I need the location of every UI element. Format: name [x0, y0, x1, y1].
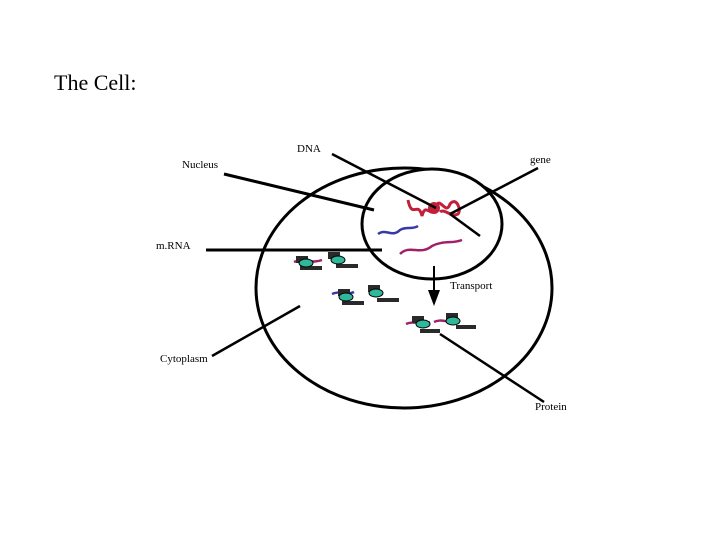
label-gene: gene	[530, 154, 551, 166]
label-transport: Transport	[450, 280, 493, 292]
label-dna: DNA	[297, 143, 321, 155]
transport-arrow-head	[428, 290, 440, 306]
label-protein: Protein	[535, 401, 567, 413]
ribosome-5	[405, 316, 440, 333]
dna-strand	[406, 199, 461, 217]
label-nucleus: Nucleus	[182, 159, 219, 171]
ribosome-2	[328, 252, 358, 268]
ribosome-6	[433, 313, 476, 329]
protein-pointer	[439, 332, 545, 404]
gene-pointer-2	[449, 212, 481, 238]
label-cytoplasm: Cytoplasm	[160, 353, 208, 365]
mrna-strand-nucleus-magenta	[399, 238, 463, 255]
cell-membrane	[254, 166, 554, 410]
ribosome-4	[368, 285, 399, 302]
ribosome-1	[293, 256, 323, 270]
nucleus-pointer	[223, 172, 375, 212]
label-mrna: m.RNA	[156, 240, 191, 252]
ribosome-3	[331, 289, 364, 305]
mrna-strand-nucleus-blue	[377, 224, 419, 236]
dna-pointer	[331, 152, 437, 210]
page-title: The Cell:	[54, 70, 137, 95]
cytoplasm-pointer	[211, 304, 301, 358]
gene-pointer	[449, 166, 539, 216]
nucleus-envelope	[360, 167, 504, 281]
